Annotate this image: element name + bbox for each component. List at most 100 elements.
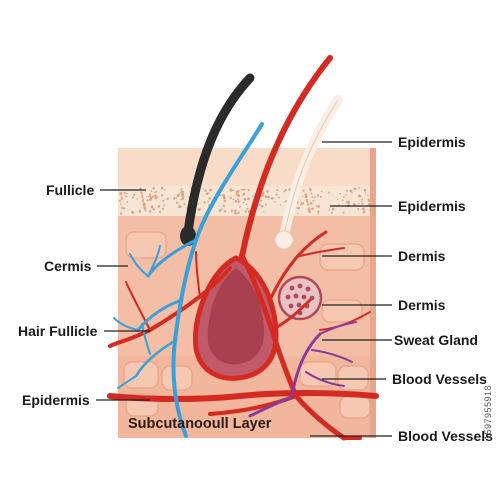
texture-dot <box>370 187 373 190</box>
epidermis-band <box>118 186 376 216</box>
texture-dot <box>345 201 349 204</box>
label-subcutaneous-layer: Subcutanooull Layer <box>128 416 272 432</box>
texture-dot <box>363 210 365 213</box>
texture-dot <box>232 189 235 192</box>
texture-dot <box>152 207 155 211</box>
texture-dot <box>203 201 206 204</box>
texture-dot <box>120 203 122 205</box>
texture-dot <box>361 198 363 201</box>
texture-dot <box>120 197 124 200</box>
texture-dot <box>361 200 363 203</box>
texture-dot <box>299 203 302 206</box>
texture-dot <box>133 193 136 196</box>
texture-dot <box>285 200 288 202</box>
texture-dot <box>364 191 367 194</box>
texture-dot <box>141 196 144 198</box>
texture-dot <box>176 194 179 197</box>
texture-dot <box>262 211 265 213</box>
texture-dot <box>266 190 269 193</box>
texture-dot <box>149 196 153 200</box>
texture-dot <box>136 198 139 200</box>
texture-dot <box>352 203 356 207</box>
texture-dot <box>142 203 146 207</box>
texture-dot <box>237 211 240 214</box>
arteries <box>107 230 379 441</box>
texture-dot <box>358 202 360 205</box>
texture-dot <box>244 210 247 213</box>
texture-dot <box>310 192 313 195</box>
texture-dot <box>284 188 287 192</box>
texture-dot <box>183 203 186 205</box>
texture-dot <box>180 191 182 194</box>
texture-dot <box>143 206 147 210</box>
red-hair-strand <box>239 55 333 259</box>
texture-dot <box>342 211 345 214</box>
texture-dot <box>260 205 264 208</box>
texture-dot <box>306 200 309 203</box>
texture-dot <box>131 210 135 214</box>
texture-dot <box>118 199 122 202</box>
texture-dot <box>142 198 145 201</box>
texture-dot <box>367 198 371 202</box>
capillaries <box>248 321 357 418</box>
texture-dot <box>207 200 210 203</box>
texture-dot <box>308 210 311 213</box>
texture-dot <box>237 200 241 204</box>
texture-dot <box>357 207 360 210</box>
texture-dot <box>339 192 342 195</box>
texture-dot <box>330 211 333 214</box>
texture-dot <box>369 208 373 212</box>
texture-dot <box>180 198 183 201</box>
texture-dot <box>229 188 233 192</box>
texture-dot <box>313 196 316 199</box>
texture-dot <box>207 192 210 195</box>
texture-dot <box>150 205 154 209</box>
texture-dot <box>181 194 185 198</box>
texture-dot <box>178 193 181 196</box>
texture-dot <box>358 187 361 189</box>
texture-dot <box>182 197 185 200</box>
texture-dot <box>348 200 351 203</box>
dark-hair-icon <box>183 73 255 237</box>
texture-dot <box>283 190 286 193</box>
label-cermis: Cermis <box>44 258 92 274</box>
texture-dot <box>311 207 314 210</box>
texture-dot <box>223 210 227 213</box>
texture-dot <box>144 209 147 212</box>
texture-dot <box>297 212 299 215</box>
texture-dot <box>309 189 312 192</box>
light-hair-bulb <box>274 230 294 250</box>
texture-dot <box>317 213 320 215</box>
texture-dot <box>363 188 367 192</box>
sweat-gland-icon <box>277 275 323 321</box>
texture-dot <box>277 196 280 199</box>
texture-dot <box>125 192 128 195</box>
stock-id-text: 1597955918 <box>483 384 493 440</box>
texture-dot <box>297 206 300 210</box>
texture-dot <box>220 208 223 211</box>
texture-dot <box>163 188 166 191</box>
texture-dot <box>235 191 238 194</box>
texture-dot <box>240 188 243 191</box>
texture-dot <box>312 199 315 202</box>
texture-dot <box>247 188 250 192</box>
texture-dot <box>361 207 365 211</box>
texture-dot <box>304 195 308 199</box>
texture-dot <box>222 204 226 207</box>
texture-dot <box>175 201 179 204</box>
texture-dot <box>367 194 369 196</box>
texture-dot <box>218 209 222 212</box>
texture-dot <box>245 203 248 206</box>
texture-dot <box>119 212 123 215</box>
texture-dot <box>123 207 125 210</box>
texture-dot <box>223 199 227 203</box>
texture-dot <box>246 207 249 210</box>
texture-dot <box>317 205 321 208</box>
texture-dot <box>146 199 149 202</box>
texture-dot <box>309 201 313 205</box>
texture-dot <box>275 193 278 196</box>
texture-dot <box>151 195 154 198</box>
texture-dot <box>267 195 270 199</box>
texture-dot <box>316 194 320 197</box>
texture-dot <box>284 200 287 203</box>
